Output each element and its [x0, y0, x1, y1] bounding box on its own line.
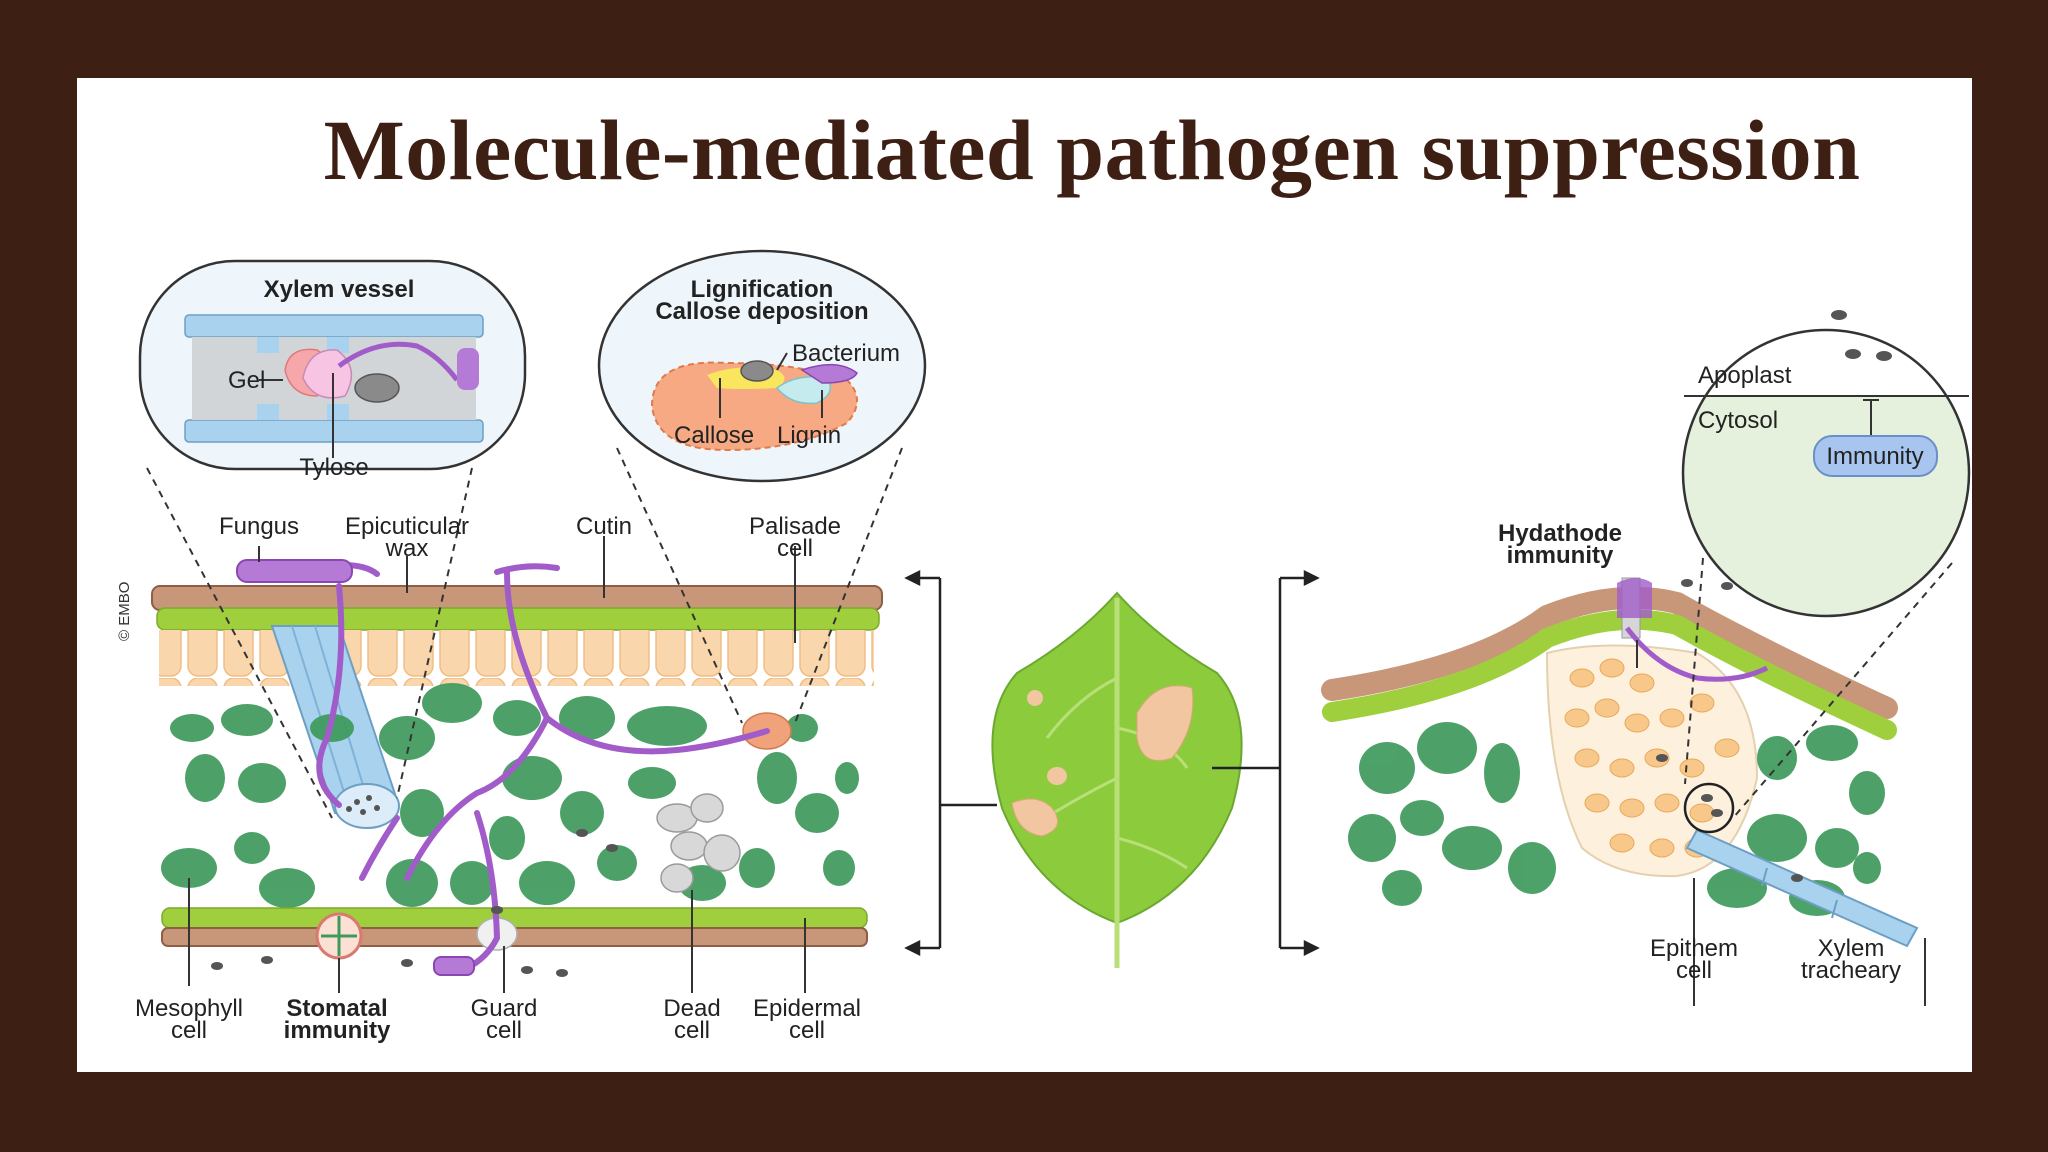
- dead-label-1: Dead: [663, 995, 720, 1022]
- bacteria-right: [1656, 579, 1803, 882]
- lesion-4: [1047, 767, 1067, 785]
- slide-title: Molecule-mediated pathogen suppression: [323, 102, 1861, 198]
- gel-label: Gel: [228, 367, 265, 394]
- cytosol-label: Cytosol: [1698, 407, 1778, 434]
- epidermal-label-1: Epidermal: [753, 995, 861, 1022]
- mesophyll-label-2: cell: [171, 1017, 207, 1044]
- stomatal-label-2: immunity: [284, 1017, 391, 1044]
- xylem-vessel-callout: [138, 259, 527, 471]
- epithem-label-2: cell: [1676, 957, 1712, 984]
- dead-cells: [656, 793, 741, 893]
- lignification-heading: Lignification: [691, 276, 834, 303]
- epicuticular-label-1: Epicuticular: [345, 513, 469, 540]
- lesion-2: [1011, 798, 1059, 837]
- cuticle-layer-top: [151, 585, 883, 611]
- callout-dashes-left: [146, 447, 903, 819]
- lesion-3: [1027, 690, 1043, 706]
- bacteria-group: [211, 829, 618, 977]
- epicuticular-label-2: wax: [385, 535, 429, 562]
- xylem-tracheary-label-1: Xylem: [1818, 935, 1885, 962]
- pathogen-suppression-diagram: © EMBO Xylem vessel Gel Tylose Lignifica…: [116, 249, 1971, 1044]
- stoma: [315, 912, 363, 960]
- xylem-vessel-heading: Xylem vessel: [264, 276, 415, 303]
- guard-label-1: Guard: [471, 995, 538, 1022]
- mesophyll-cells-right: [1348, 722, 1885, 916]
- leader-lines-right: [1636, 640, 1926, 1006]
- mesophyll-label-1: Mesophyll: [135, 995, 243, 1022]
- apoplast-label: Apoplast: [1698, 362, 1792, 389]
- xylem-tracheary: [1685, 828, 1919, 948]
- immunity-label: Immunity: [1826, 443, 1923, 470]
- lignification-callout: [597, 249, 927, 483]
- cutin-label: Cutin: [576, 513, 632, 540]
- callose-label: Callose: [674, 422, 754, 449]
- connector-bracket-left: [904, 569, 997, 957]
- leader-lines-left: [188, 536, 806, 993]
- epithem-label-1: Epithem: [1650, 935, 1738, 962]
- epithem-cells: [1564, 658, 1740, 858]
- tylose-label: Tylose: [299, 454, 368, 481]
- slide-canvas: Molecule-mediated pathogen suppression: [77, 78, 1972, 1072]
- leaf-illustration: [991, 591, 1280, 968]
- fungus-spore-bottom: [433, 956, 475, 976]
- mesophyll-cells: [161, 683, 859, 908]
- copyright-text: © EMBO: [116, 582, 133, 641]
- hydathode-label-2: immunity: [1507, 542, 1614, 569]
- callose-deposition-heading: Callose deposition: [655, 298, 868, 325]
- callout-dashes-right: [1684, 557, 1953, 819]
- hydathode-label-1: Hydathode: [1498, 520, 1622, 547]
- palisade-label-2: cell: [777, 535, 813, 562]
- bacterium-label: Bacterium: [792, 340, 900, 367]
- leaf-cross-section: [146, 447, 903, 993]
- xylem-tracheary-label-2: tracheary: [1801, 957, 1901, 984]
- apoplast-cytosol-callout: [1681, 310, 1971, 618]
- palisade-label-1: Palisade: [749, 513, 841, 540]
- immunity-pill: [1813, 435, 1938, 477]
- fungus-spore-top: [236, 559, 353, 583]
- lesion-1: [1136, 685, 1194, 761]
- stomatal-label-1: Stomatal: [286, 995, 387, 1022]
- dead-label-2: cell: [674, 1017, 710, 1044]
- connector-bracket-right: [1278, 569, 1320, 957]
- guard-label-2: cell: [486, 1017, 522, 1044]
- epidermis-layer-top: [156, 607, 880, 631]
- fungus-label: Fungus: [219, 513, 299, 540]
- lignin-label: Lignin: [777, 422, 841, 449]
- epidermal-label-2: cell: [789, 1017, 825, 1044]
- hydathode-section: [1321, 557, 1953, 1006]
